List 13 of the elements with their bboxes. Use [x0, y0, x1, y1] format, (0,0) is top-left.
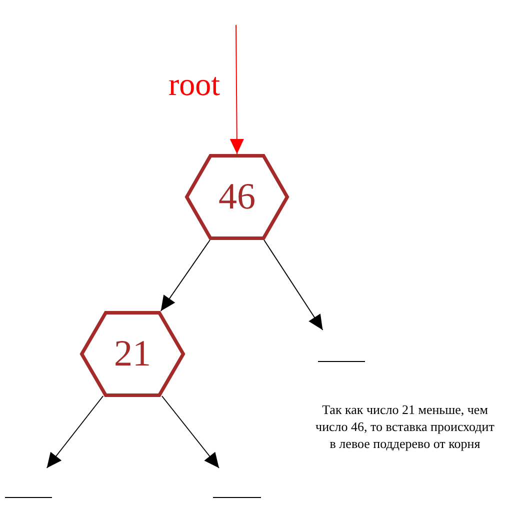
- arrow: [264, 240, 324, 330]
- empty-slot-line: [213, 497, 261, 498]
- arrow: [46, 396, 104, 468]
- arrow: [160, 240, 210, 312]
- node-value: 46: [218, 178, 256, 216]
- node-value: 21: [114, 336, 151, 372]
- note-text: Так как число 21 меньше, чем число 46, то вставка происходит в левое поддерево от корня: [314, 401, 496, 452]
- hexagon-node: [80, 311, 185, 397]
- arrow: [161, 396, 220, 468]
- empty-slot-line: [318, 361, 365, 362]
- arrow: [230, 24, 244, 154]
- empty-slot-line: [5, 497, 52, 498]
- hexagon-node: [185, 154, 289, 240]
